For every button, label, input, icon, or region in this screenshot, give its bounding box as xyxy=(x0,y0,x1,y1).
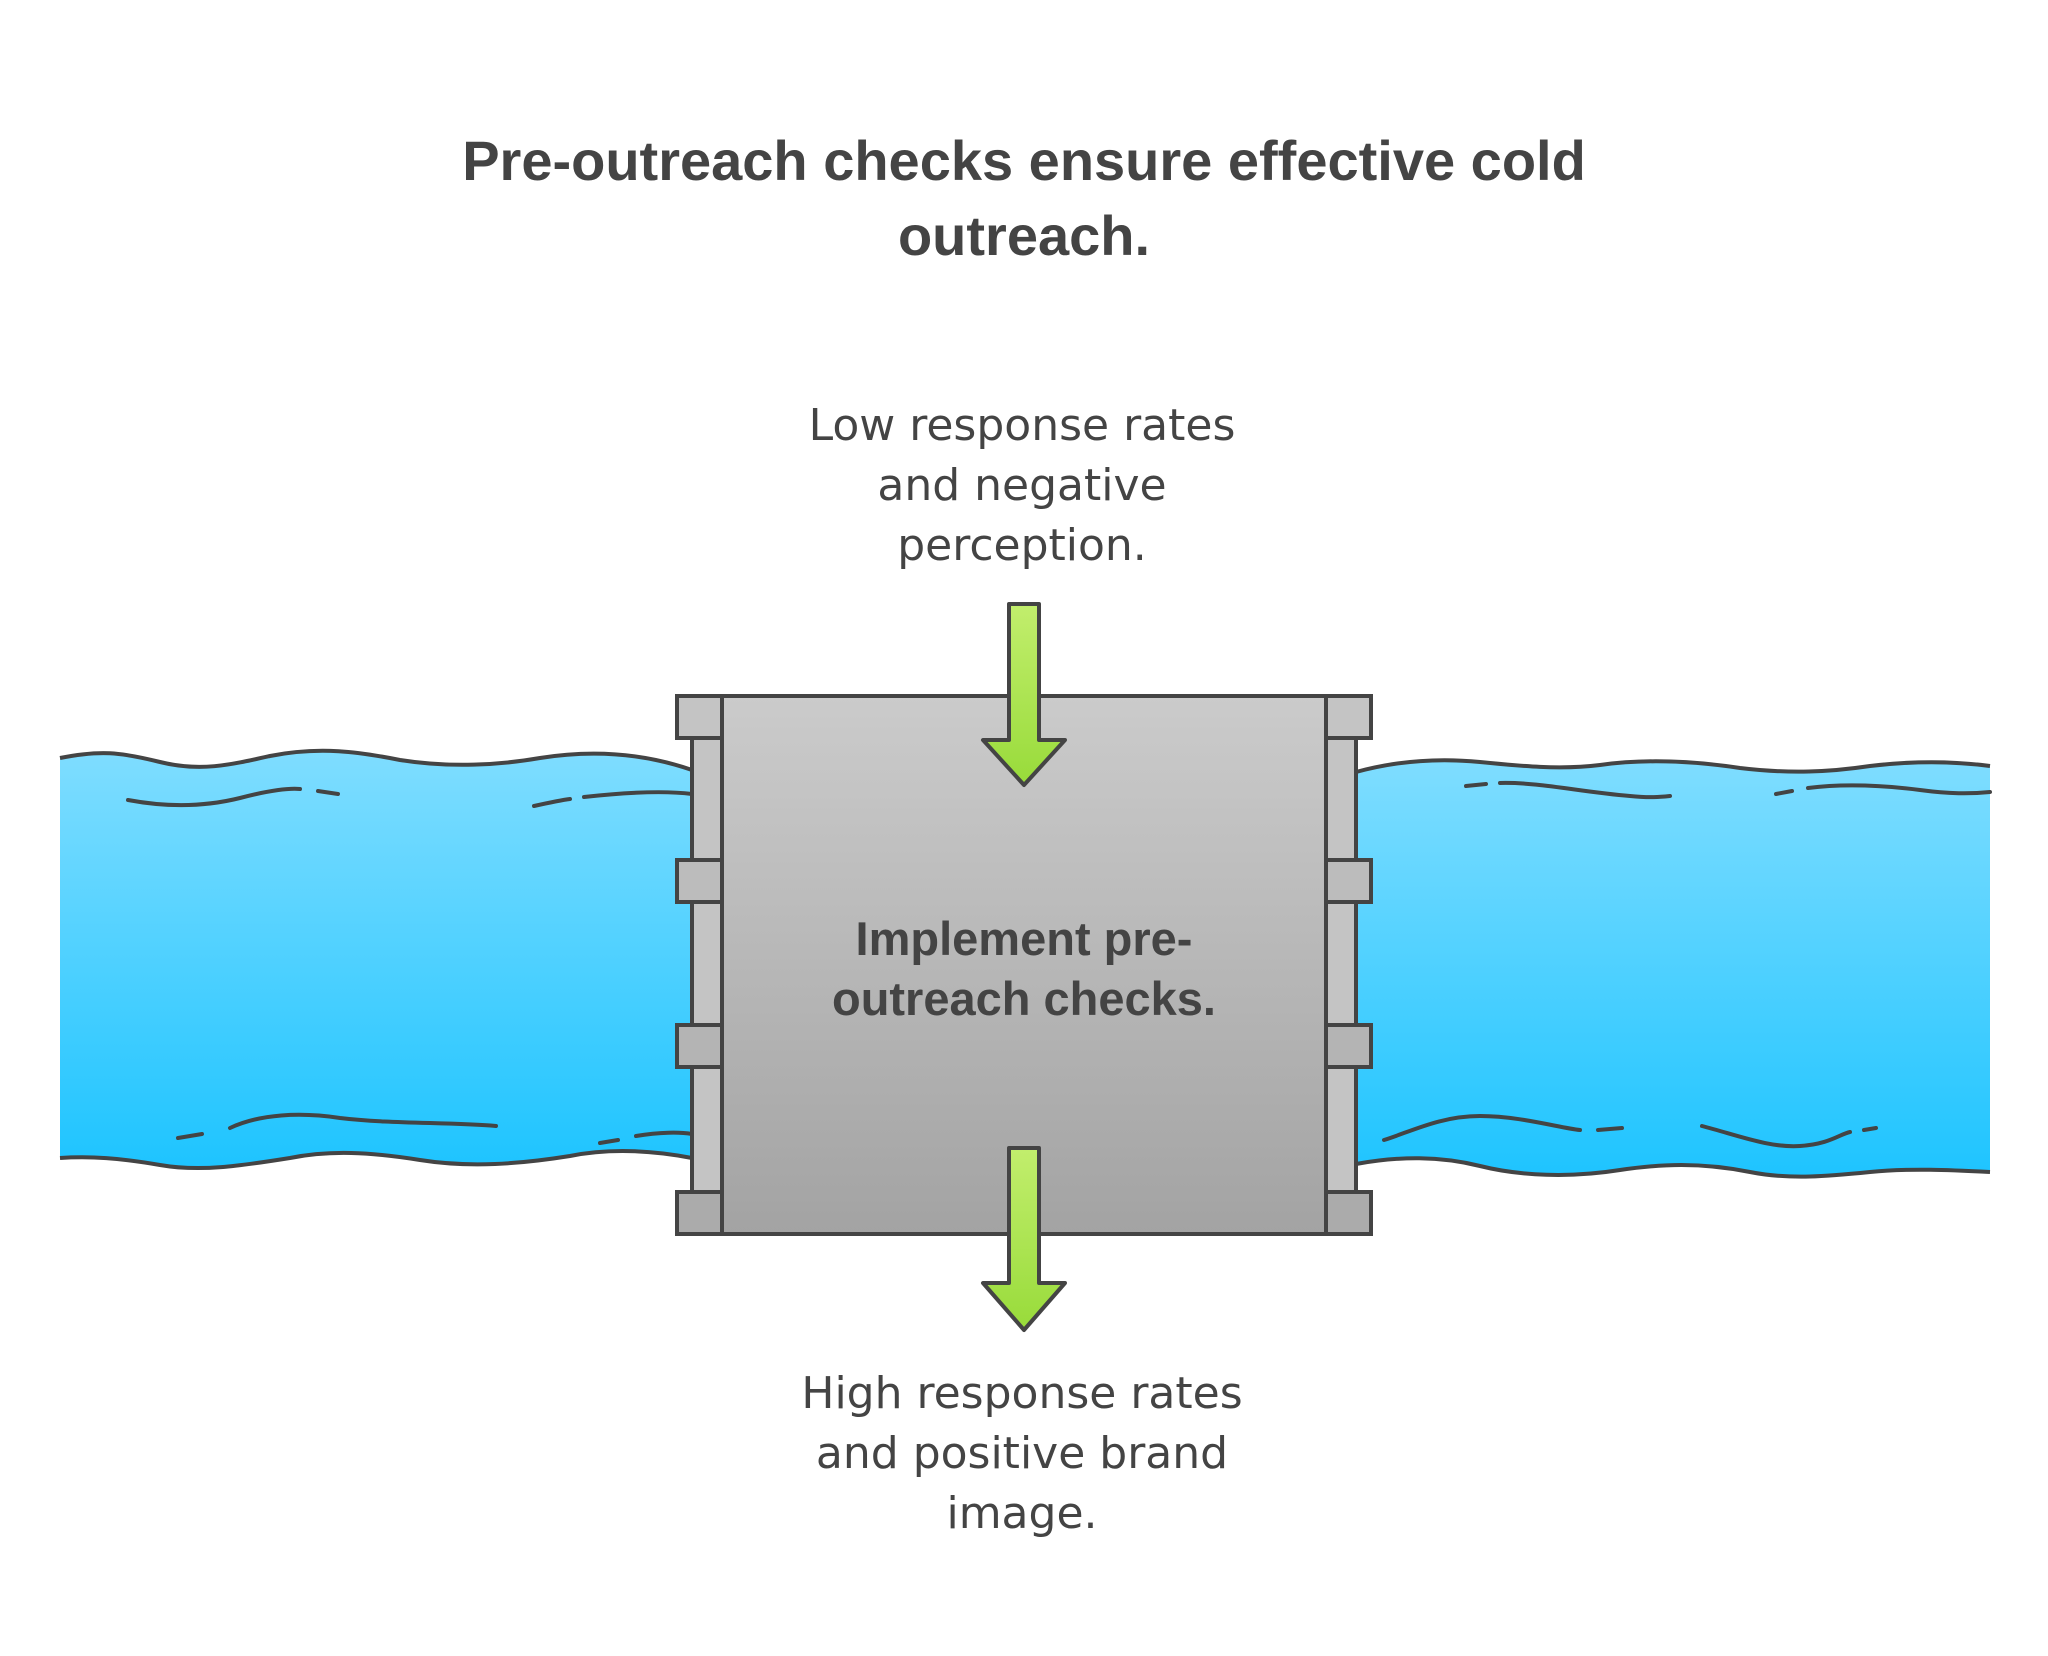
input-label-line-1: Low response rates xyxy=(809,400,1236,451)
input-label: Low response rates and negative percepti… xyxy=(809,400,1236,571)
title-line-2: outreach. xyxy=(898,204,1150,267)
output-label: High response rates and positive brand i… xyxy=(801,1368,1242,1539)
arrow-down-icon xyxy=(981,602,1067,787)
gate-label: Implement pre- outreach checks. xyxy=(832,912,1216,1025)
gate-label-line-2: outreach checks. xyxy=(832,972,1216,1025)
input-label-line-2: and negative xyxy=(877,460,1166,511)
water-left-icon xyxy=(59,748,694,1171)
water-right-icon xyxy=(1355,758,1992,1179)
output-label-line-3: image. xyxy=(946,1488,1097,1539)
output-label-line-2: and positive brand xyxy=(816,1428,1228,1479)
input-label-line-3: perception. xyxy=(897,520,1147,571)
title-line-1: Pre-outreach checks ensure effective col… xyxy=(462,129,1586,192)
gate-label-line-1: Implement pre- xyxy=(856,912,1193,965)
output-label-line-1: High response rates xyxy=(801,1368,1242,1419)
arrow-down-icon xyxy=(981,1146,1067,1332)
diagram-title: Pre-outreach checks ensure effective col… xyxy=(462,129,1586,267)
